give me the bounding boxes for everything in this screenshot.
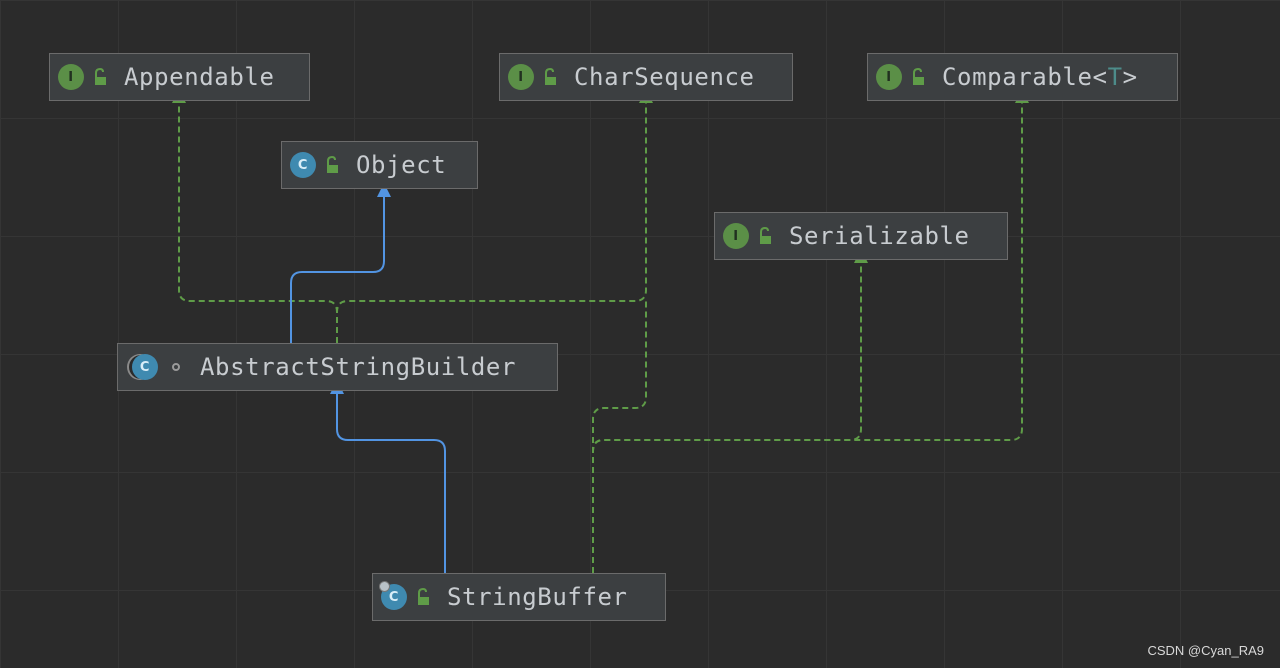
public-lock-icon	[544, 68, 558, 86]
interface-icon: I	[58, 64, 84, 90]
node-appendable[interactable]: I Appendable	[49, 53, 310, 101]
abstract-class-icon: C	[132, 354, 158, 380]
edge-sb-implements-serializable	[592, 249, 868, 573]
node-label: Object	[356, 151, 447, 179]
final-class-icon: C	[379, 581, 407, 610]
edge-sb-extends-asb	[330, 380, 446, 573]
type-bracket-open: <	[1092, 63, 1108, 91]
type-parameter: T	[1107, 63, 1123, 91]
public-lock-icon	[326, 156, 340, 174]
edge-asb-implements-charsequence	[336, 89, 653, 343]
interface-icon: I	[508, 64, 534, 90]
node-charsequence[interactable]: I CharSequence	[499, 53, 793, 101]
public-lock-icon	[94, 68, 108, 86]
edge-asb-extends-object	[290, 183, 391, 343]
interface-icon: I	[723, 223, 749, 249]
node-label: Appendable	[124, 63, 275, 91]
interface-icon: I	[876, 64, 902, 90]
public-lock-icon	[759, 227, 773, 245]
package-private-icon	[172, 363, 180, 371]
node-serializable[interactable]: I Serializable	[714, 212, 1008, 260]
public-lock-icon	[417, 588, 431, 606]
edge-sb-implements-comparable	[592, 89, 1029, 573]
node-stringbuffer[interactable]: C StringBuffer	[372, 573, 666, 621]
node-comparable[interactable]: I Comparable<T>	[867, 53, 1178, 101]
type-bracket-close: >	[1122, 63, 1138, 91]
node-label: CharSequence	[574, 63, 755, 91]
edge-sb-implements-charsequence	[592, 300, 647, 573]
node-abstractstringbuilder[interactable]: C AbstractStringBuilder	[117, 343, 558, 391]
node-label: AbstractStringBuilder	[200, 353, 517, 381]
node-label: StringBuffer	[447, 583, 628, 611]
node-object[interactable]: C Object	[281, 141, 478, 189]
watermark: CSDN @Cyan_RA9	[1147, 643, 1264, 658]
node-label: Comparable	[942, 63, 1093, 91]
edge-asb-implements-appendable	[172, 89, 338, 343]
node-label: Serializable	[789, 222, 970, 250]
public-lock-icon	[912, 68, 926, 86]
class-icon: C	[290, 152, 316, 178]
